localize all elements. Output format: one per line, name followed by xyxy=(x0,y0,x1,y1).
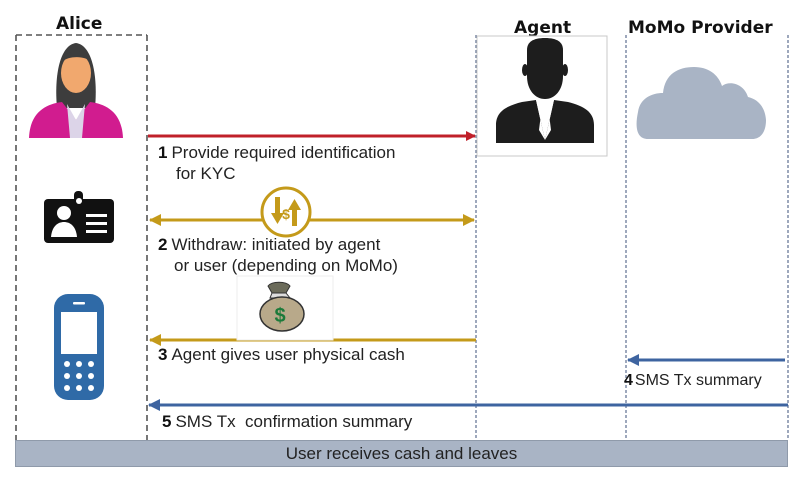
agent-lane xyxy=(475,35,789,440)
step-1-text-line2: for KYC xyxy=(176,164,236,183)
step-2-text-line1: Withdraw: initiated by agent xyxy=(171,235,381,254)
lane-title-agent: Agent xyxy=(514,18,572,38)
dollar-exchange-icon: $ xyxy=(260,186,312,238)
step-3-number: 3 xyxy=(158,345,168,364)
alice-lane xyxy=(15,34,148,440)
step-1-text-line1: Provide required identification xyxy=(171,143,396,162)
woman-avatar-icon xyxy=(29,43,123,138)
step-2-text-line2: or user (depending on MoMo) xyxy=(174,256,398,275)
step-4-number: 4 xyxy=(624,372,633,389)
businessman-icon xyxy=(496,38,594,143)
step-5-text: SMS Tx confirmation summary xyxy=(175,412,413,431)
id-card-icon xyxy=(44,191,114,243)
step-3-text: Agent gives user physical cash xyxy=(171,345,405,364)
step-1-number: 1 xyxy=(158,143,168,162)
cloud-icon xyxy=(636,67,766,139)
step-4-text: SMS Tx summary xyxy=(634,372,762,389)
svg-text:$: $ xyxy=(274,305,285,327)
outcome-banner: User receives cash and leaves xyxy=(15,440,788,467)
step-5-number: 5 xyxy=(162,412,172,431)
money-bag-icon: $ xyxy=(236,275,334,341)
lane-title-alice: Alice xyxy=(56,14,103,34)
mobile-phone-icon xyxy=(54,294,104,400)
svg-text:$: $ xyxy=(282,206,290,222)
step-2-number: 2 xyxy=(158,235,168,254)
lane-title-provider: MoMo Provider xyxy=(628,18,773,38)
